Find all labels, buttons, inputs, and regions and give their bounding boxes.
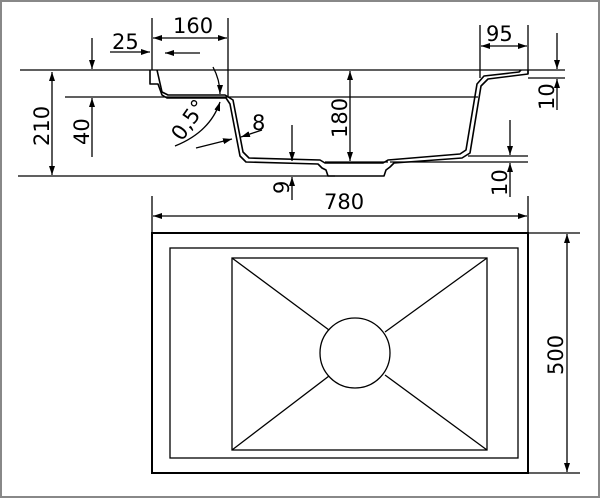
dim-label-bottom-10: 10 [488, 169, 512, 196]
bowl-slope-line [231, 375, 330, 451]
bowl-slope-line [231, 257, 330, 331]
dim-label-25: 25 [112, 30, 139, 54]
section-view [18, 69, 565, 177]
dim-arrow [240, 129, 263, 138]
bowl-outline [231, 257, 488, 451]
angle-arrow [212, 66, 223, 95]
sink-outline [151, 232, 529, 474]
dim-label-40: 40 [70, 118, 94, 145]
section-dimensions: 160 25 95 210 40 0,5° 8 180 10 10 9 [30, 14, 560, 200]
bowl-slope-line [384, 257, 488, 333]
plan-view: 780 500 [151, 190, 580, 474]
dim-label-rim-10: 10 [535, 83, 559, 110]
dim-label-9: 9 [270, 181, 294, 194]
dim-label-160: 160 [173, 14, 213, 38]
sink-profile-outer [149, 70, 529, 177]
dim-label-210: 210 [30, 106, 54, 146]
dim-label-95: 95 [486, 22, 513, 46]
dim-label-780: 780 [324, 190, 364, 214]
bowl-slope-line [384, 374, 488, 451]
drain-circle [319, 317, 391, 389]
angle-arc [174, 101, 221, 147]
dim-label-angle: 0,5° [166, 95, 211, 145]
dim-arrow [195, 138, 233, 149]
dim-label-8: 8 [252, 111, 265, 135]
dim-label-500: 500 [544, 335, 568, 375]
sink-profile-inner [156, 69, 522, 164]
ledge-outline [169, 247, 519, 459]
dim-label-180: 180 [328, 98, 352, 138]
